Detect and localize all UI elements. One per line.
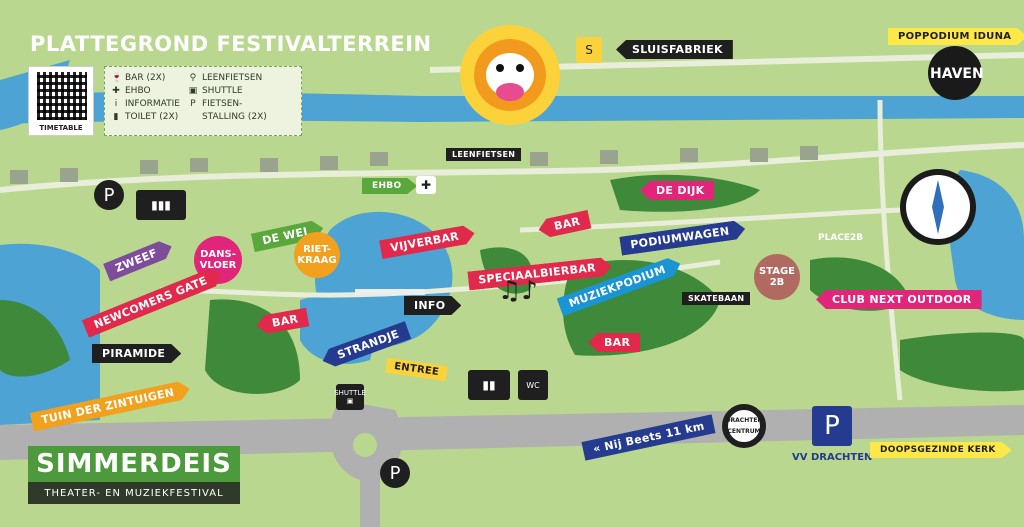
toilet-icon[interactable]: ▮▮ (468, 370, 510, 400)
label-sluisfabriek[interactable]: SLUISFABRIEK (616, 40, 733, 59)
parking-icon[interactable]: P (812, 406, 852, 446)
legend-item-toilet: ▮TOILET (2X) (111, 111, 180, 124)
drachten-centrum-icon[interactable]: DRACHTEN CENTRUM (722, 404, 766, 448)
bike-parking-icon[interactable]: P (94, 180, 124, 210)
label-haven[interactable]: HAVEN (930, 66, 984, 82)
legend-item-shuttle: ▣SHUTTLE (188, 86, 243, 96)
label-poppodium-iduna[interactable]: POPPODIUM IDUNA (888, 28, 1024, 45)
label-skatebaan[interactable]: SKATEBAAN (682, 292, 751, 305)
label-vv-drachten[interactable]: VV DRACHTEN (792, 452, 873, 463)
sun-logo (460, 25, 560, 125)
shuttle-icon: ▣ (188, 86, 198, 96)
label-piramide[interactable]: PIRAMIDE (92, 344, 181, 363)
bicycles-icon: ⚲ (189, 73, 197, 83)
label-leenfietsen[interactable]: LEENFIETSEN (446, 148, 522, 161)
bike-parking-icon: P (190, 99, 196, 109)
sluisfabriek-logo-icon: S (576, 37, 602, 63)
timetable-qr-code[interactable]: TIMETABLE (28, 66, 94, 136)
label-stage-2b[interactable]: STAGE 2B (754, 254, 800, 300)
label-ehbo[interactable]: EHBO (362, 178, 417, 194)
legend-item-leenfietsen: ⚲LEENFIETSEN (189, 73, 263, 83)
label-de-dijk[interactable]: DE DIJK (640, 181, 715, 200)
brand-name: SIMMERDEIS (28, 446, 240, 482)
legend-item-ehbo: ✚EHBO (112, 86, 151, 96)
music-notes-icon: ♫♪ (498, 276, 538, 306)
brand-subtitle: THEATER- EN MUZIEKFESTIVAL (28, 482, 240, 504)
compass (900, 169, 976, 245)
label-club-next-outdoor[interactable]: CLUB NEXT OUTDOOR (816, 290, 982, 309)
label-info[interactable]: INFO (404, 296, 461, 315)
toilet-icon[interactable]: ▮▮▮ (136, 190, 186, 220)
legend-item-bar: 🍷BAR (2X) (111, 73, 166, 83)
legend-item-stalling: STALLING (2X) (201, 112, 267, 122)
glass-icon: 🍷 (111, 73, 123, 83)
toilet-icon: ▮ (113, 112, 119, 122)
qr-label: TIMETABLE (39, 124, 83, 132)
brand-logo: SIMMERDEIS THEATER- EN MUZIEKFESTIVAL (28, 446, 240, 504)
label-place2b[interactable]: PLACE2B (818, 233, 864, 243)
label-bar-mid[interactable]: BAR (588, 333, 641, 352)
wc-accessible-icon[interactable]: WC (518, 370, 548, 400)
map-title: PLATTEGROND FESTIVALTERREIN (30, 32, 432, 56)
label-doopsgezinde-kerk[interactable]: DOOPSGEZINDE KERK (870, 442, 1012, 458)
label-rietkraag[interactable]: RIET- KRAAG (294, 232, 340, 278)
info-icon: i (450, 296, 457, 317)
shuttle-icon[interactable]: SHUTTLE▣ (334, 384, 366, 410)
first-aid-icon: ✚ (416, 176, 436, 194)
bike-parking-icon[interactable]: P (380, 458, 410, 488)
first-aid-icon: ✚ (112, 86, 120, 96)
info-icon: i (114, 99, 118, 109)
qr-code-icon (37, 72, 87, 120)
